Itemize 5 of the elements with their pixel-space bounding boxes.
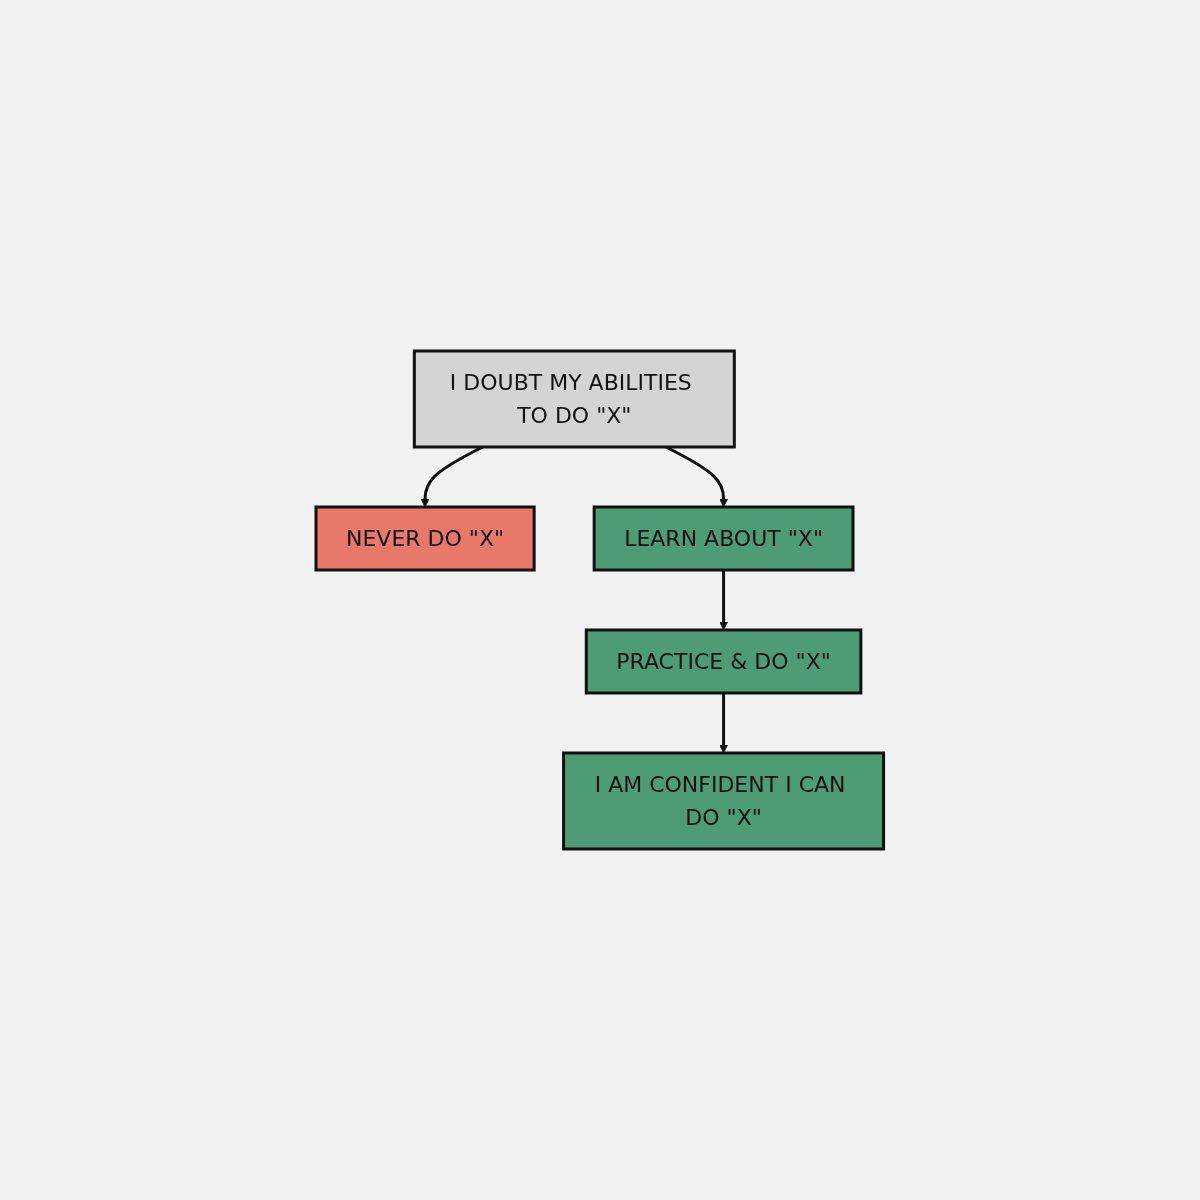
node-box: NEVER DO "X" [314,505,536,572]
node-box: LEARN ABOUT "X" [592,505,855,572]
node-box: I AM CONFIDENT I CAN DO "X" [562,751,886,851]
node-box: PRACTICE & DO "X" [585,628,863,695]
node-box: I DOUBT MY ABILITIES TO DO "X" [413,349,737,449]
